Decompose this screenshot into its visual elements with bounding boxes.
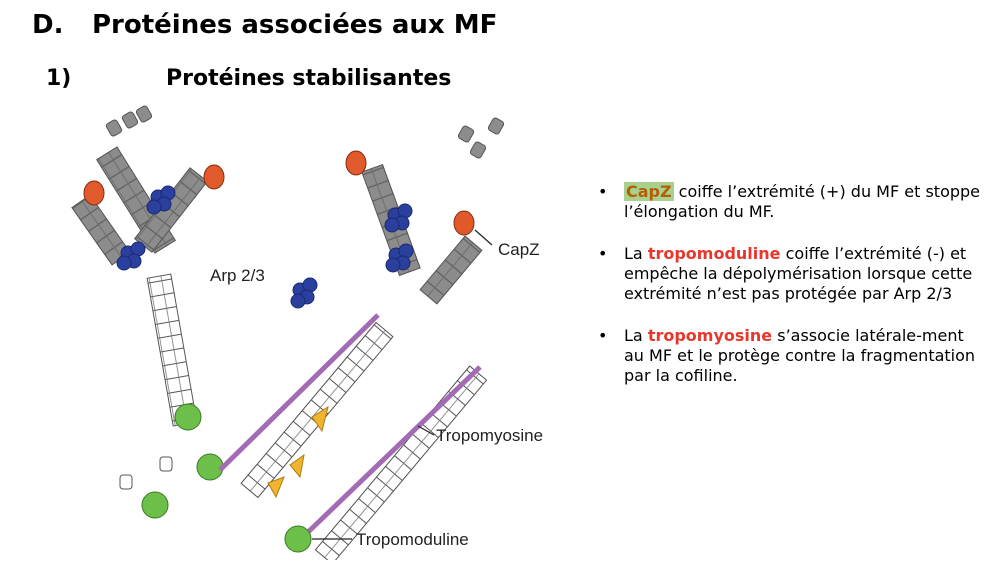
section-heading: D. Protéines associées aux MF [32,10,497,40]
label-capz: CapZ [498,240,540,259]
bullet-marker: • [598,182,608,201]
label-arp23: Arp 2/3 [210,266,265,285]
free-arp23 [290,277,318,309]
term-tropomoduline: tropomoduline [647,244,781,263]
lower-filament [303,365,488,560]
subsection-number: 1) [46,66,72,91]
arp23-complex-right [384,203,414,273]
capz-left [83,164,225,206]
bullet-capz: • CapZ coiffe l’extrémité (+) du MF et s… [598,182,988,222]
free-actin-monomers-left [105,105,153,137]
bullet-tropomoduline: • La tropomoduline coiffe l’extrémité (-… [598,244,988,304]
subsection-title: Protéines stabilisantes [166,66,452,91]
bullet-list: • CapZ coiffe l’extrémité (+) du MF et s… [598,182,988,408]
bullet-text: coiffe l’extrémité (-) et empêche la dép… [624,244,973,303]
tropomodulin-lower [284,525,312,553]
actin-filament-diagram: Arp 2/3 CapZ Tropomyosine Tropomoduline [71,105,543,560]
cofilin-triangles [267,405,329,499]
bullet-prefix: La [624,244,648,263]
right-branched-filament [218,163,483,499]
bullet-tropomyosine: • La tropomyosine s’associe latérale-men… [598,326,988,386]
term-capz: CapZ [624,182,674,201]
left-branched-filament [71,146,209,427]
subsection-heading: 1) Protéines stabilisantes [46,66,451,91]
bullet-marker: • [598,326,608,345]
bullet-text: s’associe latérale-ment au MF et le prot… [624,326,976,385]
free-white-monomers [119,456,173,490]
bullet-prefix: La [624,326,648,345]
free-actin-monomers-right [457,117,505,159]
arp23-complex-left [116,185,176,271]
section-title: Protéines associées aux MF [92,10,498,40]
label-tropomyosine: Tropomyosine [436,426,543,445]
bullet-text: coiffe l’extrémité (+) du MF et stoppe l… [624,182,981,221]
term-tropomyosine: tropomyosine [647,326,773,345]
capz-right [345,150,475,236]
section-letter: D. [32,10,64,40]
tropomodulin-left [141,403,224,519]
bullet-marker: • [598,244,608,263]
label-tropomoduline: Tropomoduline [356,530,469,549]
